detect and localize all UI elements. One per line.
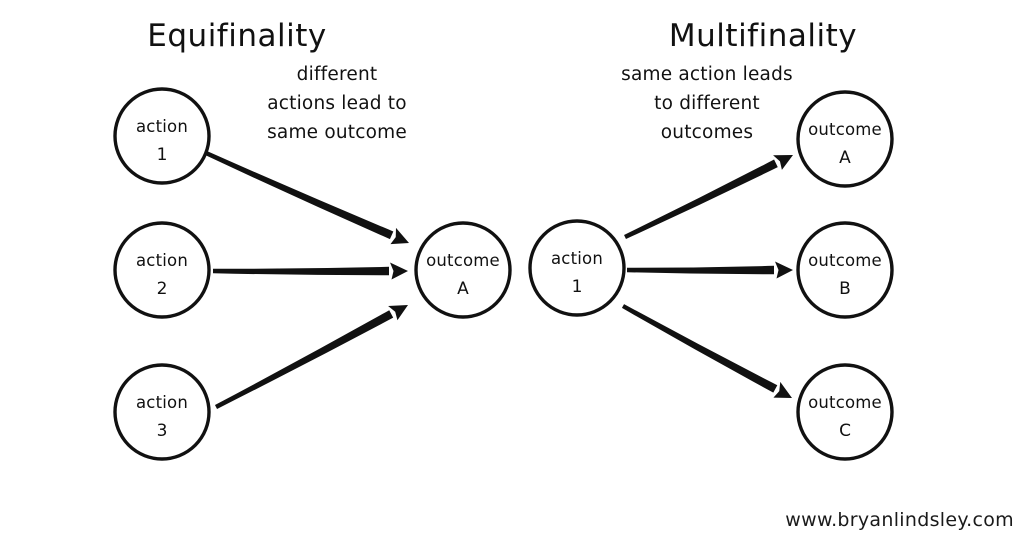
node-action-1-left[interactable]: action 1 bbox=[113, 87, 211, 185]
caption-line: outcomes bbox=[661, 122, 753, 143]
arrow-shaft bbox=[621, 304, 778, 393]
arrow-action1-to-outcomeA bbox=[205, 150, 409, 245]
section-title-equifinality: Equifinality bbox=[147, 18, 326, 54]
node-action-1-center[interactable]: action 1 bbox=[528, 219, 626, 317]
node-label: action bbox=[136, 117, 188, 136]
node-circle bbox=[113, 87, 211, 185]
node-label: outcome bbox=[808, 120, 882, 139]
caption-equifinality: different actions lead to same outcome bbox=[267, 64, 407, 143]
node-sublabel: C bbox=[839, 421, 851, 441]
caption-line: actions lead to bbox=[267, 93, 407, 114]
caption-line: to different bbox=[654, 93, 760, 114]
caption-line: same outcome bbox=[267, 122, 407, 143]
node-label: outcome bbox=[808, 393, 882, 412]
node-sublabel: A bbox=[457, 279, 469, 299]
node-label: action bbox=[136, 393, 188, 412]
node-circle bbox=[113, 363, 211, 461]
arrow-shaft bbox=[213, 266, 389, 276]
arrow-action1-to-outcomeC-right bbox=[621, 304, 792, 398]
arrow-head bbox=[390, 262, 408, 280]
node-sublabel: 2 bbox=[157, 279, 168, 299]
node-circle bbox=[796, 221, 894, 319]
caption-line: same action leads bbox=[621, 64, 793, 85]
arrow-action1-to-outcomeA-right bbox=[624, 155, 793, 239]
node-label: action bbox=[551, 249, 603, 268]
arrow-shaft bbox=[627, 265, 774, 275]
arrow-head bbox=[773, 155, 793, 170]
arrow-head bbox=[775, 261, 793, 279]
node-circle bbox=[528, 219, 626, 317]
arrow-action2-to-outcomeA bbox=[213, 262, 408, 280]
arrow-shaft bbox=[205, 150, 394, 240]
arrow-action1-to-outcomeB-right bbox=[627, 261, 793, 279]
node-sublabel: 1 bbox=[572, 277, 583, 297]
node-action-2-left[interactable]: action 2 bbox=[113, 221, 211, 319]
node-sublabel: 3 bbox=[157, 421, 168, 441]
caption-multifinality: same action leads to different outcomes bbox=[621, 64, 793, 143]
node-label: action bbox=[136, 251, 188, 270]
captions-layer: different actions lead to same outcome same… bbox=[267, 64, 793, 143]
arrow-head bbox=[388, 305, 408, 321]
arrow-head bbox=[390, 227, 409, 245]
arrows-layer bbox=[205, 150, 793, 409]
node-sublabel: 1 bbox=[157, 145, 168, 165]
node-sublabel: B bbox=[839, 279, 851, 299]
node-label: outcome bbox=[426, 251, 500, 270]
section-title-multifinality: Multifinality bbox=[669, 18, 857, 54]
arrow-action3-to-outcomeA bbox=[214, 305, 408, 409]
node-circle bbox=[796, 90, 894, 188]
arrow-shaft bbox=[624, 159, 778, 239]
titles-layer: Equifinality Multifinality bbox=[147, 18, 857, 54]
node-circle bbox=[796, 363, 894, 461]
node-circle bbox=[414, 221, 512, 319]
watermark-url: www.bryanlindsley.com bbox=[785, 509, 1014, 531]
nodes-layer: action1action2action3outcomeAaction1outc… bbox=[113, 87, 894, 461]
node-circle bbox=[113, 221, 211, 319]
node-sublabel: A bbox=[839, 148, 851, 168]
caption-line: different bbox=[297, 64, 378, 85]
node-label: outcome bbox=[808, 251, 882, 270]
arrow-shaft bbox=[214, 310, 394, 409]
arrow-head bbox=[773, 381, 792, 398]
watermark-layer: www.bryanlindsley.com bbox=[785, 509, 1014, 531]
node-action-3-left[interactable]: action 3 bbox=[113, 363, 211, 461]
